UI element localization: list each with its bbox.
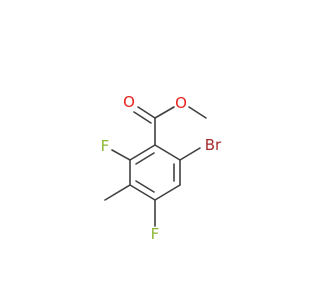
bond-c2-f	[111, 149, 131, 161]
bond-carbonyl-double-b	[133, 111, 152, 124]
molecule-structure-diagram: O O F Br F	[101, 93, 222, 243]
bond-c3-c4-inner	[135, 180, 155, 193]
oxygen-ester-label: O	[175, 94, 187, 112]
bromine-label: Br	[205, 136, 222, 154]
fluorine-top-label: F	[101, 137, 110, 155]
bond-carbonyl-oester	[154, 106, 175, 119]
bond-oester-methyl	[188, 106, 207, 119]
bonds	[104, 106, 207, 227]
oxygen-carbonyl-label: O	[123, 93, 135, 111]
bond-c3-methyl	[104, 184, 131, 201]
bond-c1-c2	[129, 144, 156, 161]
bond-c6-c1	[154, 144, 181, 161]
bond-c4-c5	[154, 184, 181, 201]
atom-labels: O O F Br F	[101, 93, 222, 243]
bond-c3-c4	[129, 184, 156, 201]
fluorine-bottom-label: F	[151, 225, 160, 243]
bond-c1-c2-inner	[135, 152, 155, 165]
bond-carbonyl-double-a	[137, 106, 156, 119]
bond-c6-br	[179, 147, 201, 161]
